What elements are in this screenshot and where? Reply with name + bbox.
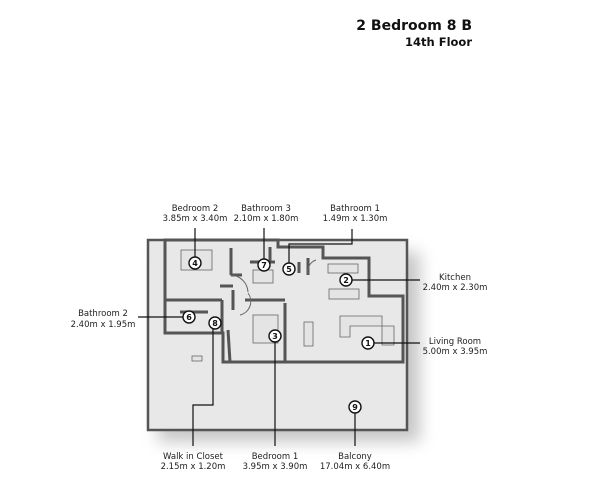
svg-text:9: 9: [352, 403, 358, 412]
svg-text:2.40m x 2.30m: 2.40m x 2.30m: [423, 283, 488, 293]
svg-text:3: 3: [272, 332, 278, 341]
svg-text:2: 2: [343, 276, 349, 285]
leader-lines: [138, 228, 420, 446]
svg-text:Bedroom 1: Bedroom 1: [252, 452, 299, 462]
marker-9: 9: [348, 400, 362, 414]
label-bathroom-3: Bathroom 32.10m x 1.80m: [234, 204, 299, 224]
marker-2: 2: [339, 273, 353, 287]
svg-text:6: 6: [186, 313, 192, 322]
floor-label: 14th Floor: [405, 35, 472, 49]
marker-3: 3: [268, 329, 282, 343]
sofa: [339, 315, 395, 346]
marker-1: 1: [361, 336, 375, 350]
marker-4: 4: [188, 256, 202, 270]
marker-6: 6: [182, 310, 196, 324]
marker-8: 8: [208, 316, 222, 330]
label-bedroom-2: Bedroom 23.85m x 3.40m: [163, 204, 228, 224]
svg-text:Bathroom 2: Bathroom 2: [78, 309, 128, 319]
label-bathroom-2: Bathroom 22.40m x 1.95m: [71, 309, 136, 330]
kitchen-counter-bottom: [328, 288, 360, 300]
svg-text:3.85m x 3.40m: 3.85m x 3.40m: [163, 214, 228, 224]
svg-text:Bathroom 3: Bathroom 3: [241, 204, 291, 214]
svg-text:8: 8: [212, 319, 218, 328]
svg-text:5: 5: [286, 265, 292, 274]
kitchen-counter-top: [327, 263, 359, 274]
svg-text:Bedroom 2: Bedroom 2: [172, 204, 219, 214]
unit-name: 2 Bedroom 8 B: [356, 18, 472, 34]
svg-text:17.04m x 6.40m: 17.04m x 6.40m: [320, 462, 390, 472]
svg-text:Kitchen: Kitchen: [439, 273, 471, 283]
balcony-fixture: [191, 355, 203, 362]
svg-text:3.95m x 3.90m: 3.95m x 3.90m: [243, 462, 308, 472]
label-bedroom-1: Bedroom 13.95m x 3.90m: [243, 452, 308, 472]
bathtub: [252, 269, 274, 284]
svg-text:Walk in Closet: Walk in Closet: [163, 452, 224, 462]
svg-text:5.00m x 3.95m: 5.00m x 3.95m: [423, 347, 488, 357]
svg-text:Balcony: Balcony: [338, 452, 372, 462]
marker-7: 7: [257, 258, 271, 272]
svg-text:1.49m x 1.30m: 1.49m x 1.30m: [323, 214, 388, 224]
dining-table: [303, 321, 314, 347]
svg-text:1: 1: [365, 339, 371, 348]
marker-5: 5: [282, 262, 296, 276]
svg-text:Bathroom 1: Bathroom 1: [330, 204, 380, 214]
svg-text:2.10m x 1.80m: 2.10m x 1.80m: [234, 214, 299, 224]
door-swings: [229, 259, 317, 316]
svg-text:2.15m x 1.20m: 2.15m x 1.20m: [161, 462, 226, 472]
svg-text:4: 4: [192, 259, 198, 268]
label-bathroom-1: Bathroom 11.49m x 1.30m: [323, 204, 388, 224]
svg-text:7: 7: [261, 261, 267, 270]
svg-text:2.40m x 1.95m: 2.40m x 1.95m: [71, 320, 136, 330]
unit-title-block: 2 Bedroom 8 B 14th Floor: [356, 18, 472, 50]
svg-text:Living Room: Living Room: [429, 337, 481, 347]
